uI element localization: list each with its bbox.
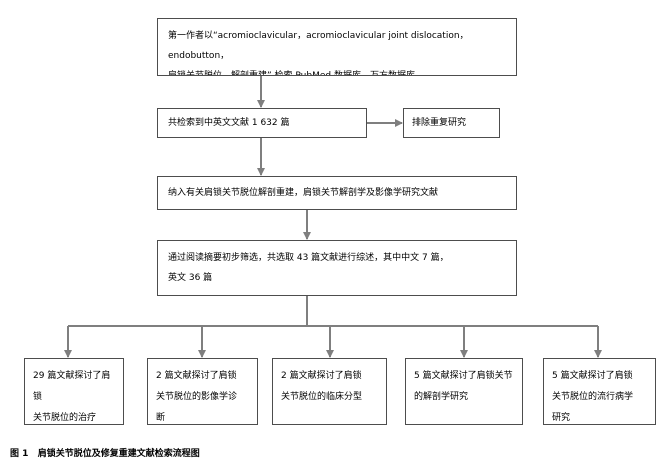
screening-result-box: 通过阅读摘要初步筛选，共选取 43 篇文献进行综述，其中中文 7 篇， 英文 3…	[157, 240, 517, 296]
total-records-box: 共检索到中英文文献 1 632 篇	[157, 108, 367, 138]
exclude-duplicates-box: 排除重复研究	[403, 108, 500, 138]
inclusion-criteria-box: 纳入有关肩锁关节脱位解剖重建，肩锁关节解剖学及影像学研究文献	[157, 176, 517, 210]
search-strategy-box: 第一作者以“acromioclavicular，acromioclavicula…	[157, 18, 517, 76]
epidemiology-studies-box: 5 篇文献探讨了肩锁 关节脱位的流行病学 研究	[543, 358, 656, 425]
treatment-studies-box: 29 篇文献探讨了肩锁 关节脱位的治疗	[24, 358, 124, 425]
anatomy-studies-box: 5 篇文献探讨了肩锁关节 的解剖学研究	[405, 358, 523, 425]
imaging-diagnosis-studies-box: 2 篇文献探讨了肩锁 关节脱位的影像学诊 断	[147, 358, 258, 425]
figure-caption: 图 1 肩锁关节脱位及修复重建文献检索流程图	[10, 449, 200, 459]
clinical-classification-studies-box: 2 篇文献探讨了肩锁 关节脱位的临床分型	[272, 358, 387, 425]
